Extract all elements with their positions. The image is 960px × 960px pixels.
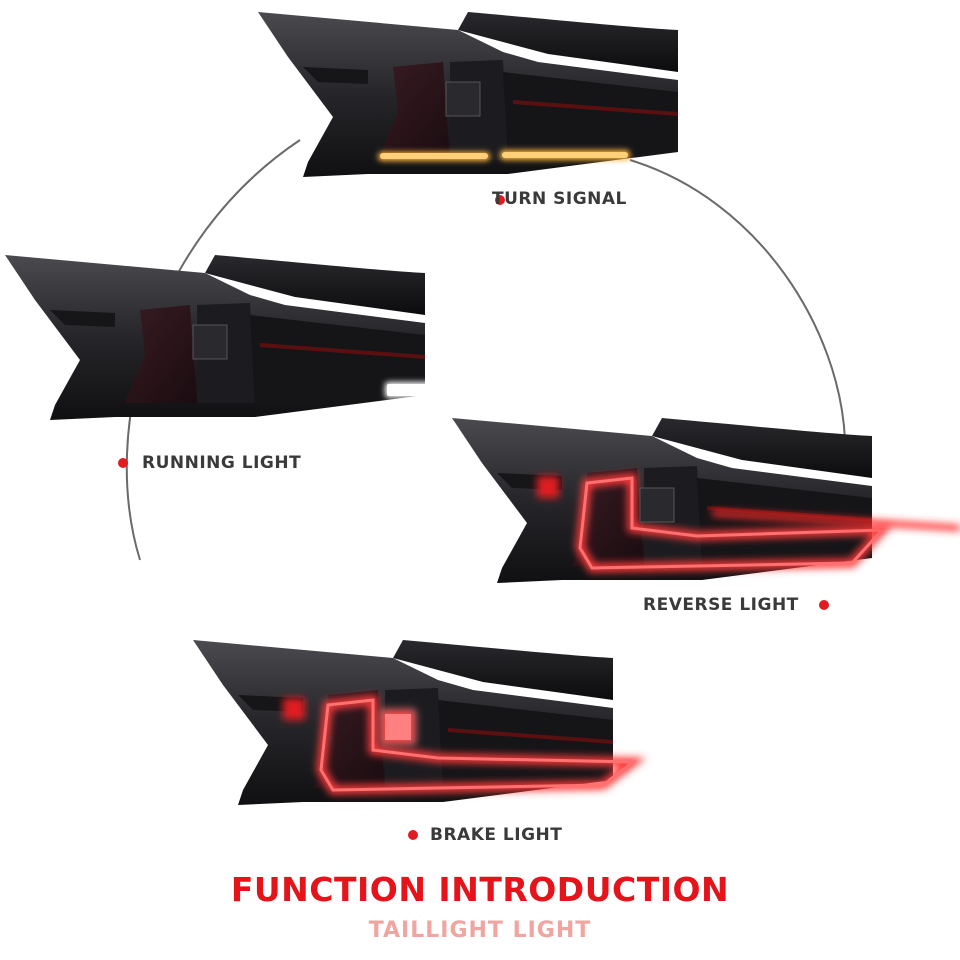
- turn-signal-lamp: [256, 10, 680, 179]
- brake-light-dot: [408, 830, 418, 840]
- connecting-arc-right: [629, 159, 846, 441]
- brake-light-lamp: [191, 638, 646, 807]
- running-light-dot: [118, 458, 128, 468]
- running-light-label: RUNNING LIGHT: [142, 453, 302, 473]
- page-title: FUNCTION INTRODUCTION: [230, 870, 730, 909]
- running-light-lamp: [3, 253, 437, 422]
- reverse-light-label: REVERSE LIGHT: [643, 595, 799, 615]
- reverse-light-lamp: [450, 416, 960, 585]
- page-subtitle: TAILLIGHT LIGHT: [368, 918, 592, 943]
- brake-light-label: BRAKE LIGHT: [430, 825, 563, 845]
- reverse-light-dot: [819, 600, 829, 610]
- turn-signal-label: TURN SIGNAL: [492, 189, 627, 209]
- turn-signal-dot: [495, 195, 505, 205]
